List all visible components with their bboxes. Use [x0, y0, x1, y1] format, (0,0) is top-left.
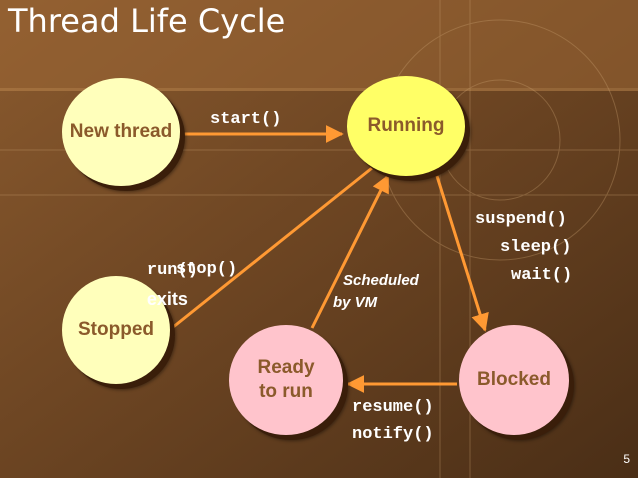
node-stopped-label: Stopped [78, 319, 154, 340]
slide-title: Thread Life Cycle [8, 2, 286, 40]
edge-label-run-exits: run() exits [138, 228, 198, 315]
node-new-thread: New thread [62, 78, 180, 186]
node-running-label: Running [367, 115, 445, 136]
node-blocked: Blocked [459, 325, 569, 435]
node-ready-label-line1: Ready [257, 357, 315, 378]
arrow-run-exits [155, 166, 373, 342]
node-new-thread-label: New thread [69, 121, 173, 142]
node-ready-to-run: Ready to run [229, 325, 343, 435]
edge-label-wait: wait() [511, 266, 573, 285]
arrow-block [435, 175, 489, 332]
edge-label-stop: stop() [176, 260, 238, 279]
arrow-scheduled [310, 174, 390, 329]
edge-label-scheduled-line2: by VM [333, 294, 378, 311]
edge-label-resume: resume() [352, 398, 434, 417]
page-number: 5 [623, 452, 630, 466]
edge-label-start: start() [210, 110, 282, 129]
node-running: Running [347, 76, 465, 176]
edge-label-notify: notify() [352, 425, 434, 444]
edge-label-sleep: sleep() [500, 238, 572, 257]
node-ready-label-line2: to run [259, 381, 313, 402]
edge-label-scheduled-line1: Scheduled [343, 272, 419, 289]
node-blocked-label: Blocked [477, 369, 551, 390]
edge-label-run-code: run() [146, 261, 198, 280]
edge-label-exits-text: exits [146, 289, 188, 309]
node-stopped: Stopped [62, 276, 170, 384]
edge-label-suspend: suspend() [475, 210, 567, 229]
